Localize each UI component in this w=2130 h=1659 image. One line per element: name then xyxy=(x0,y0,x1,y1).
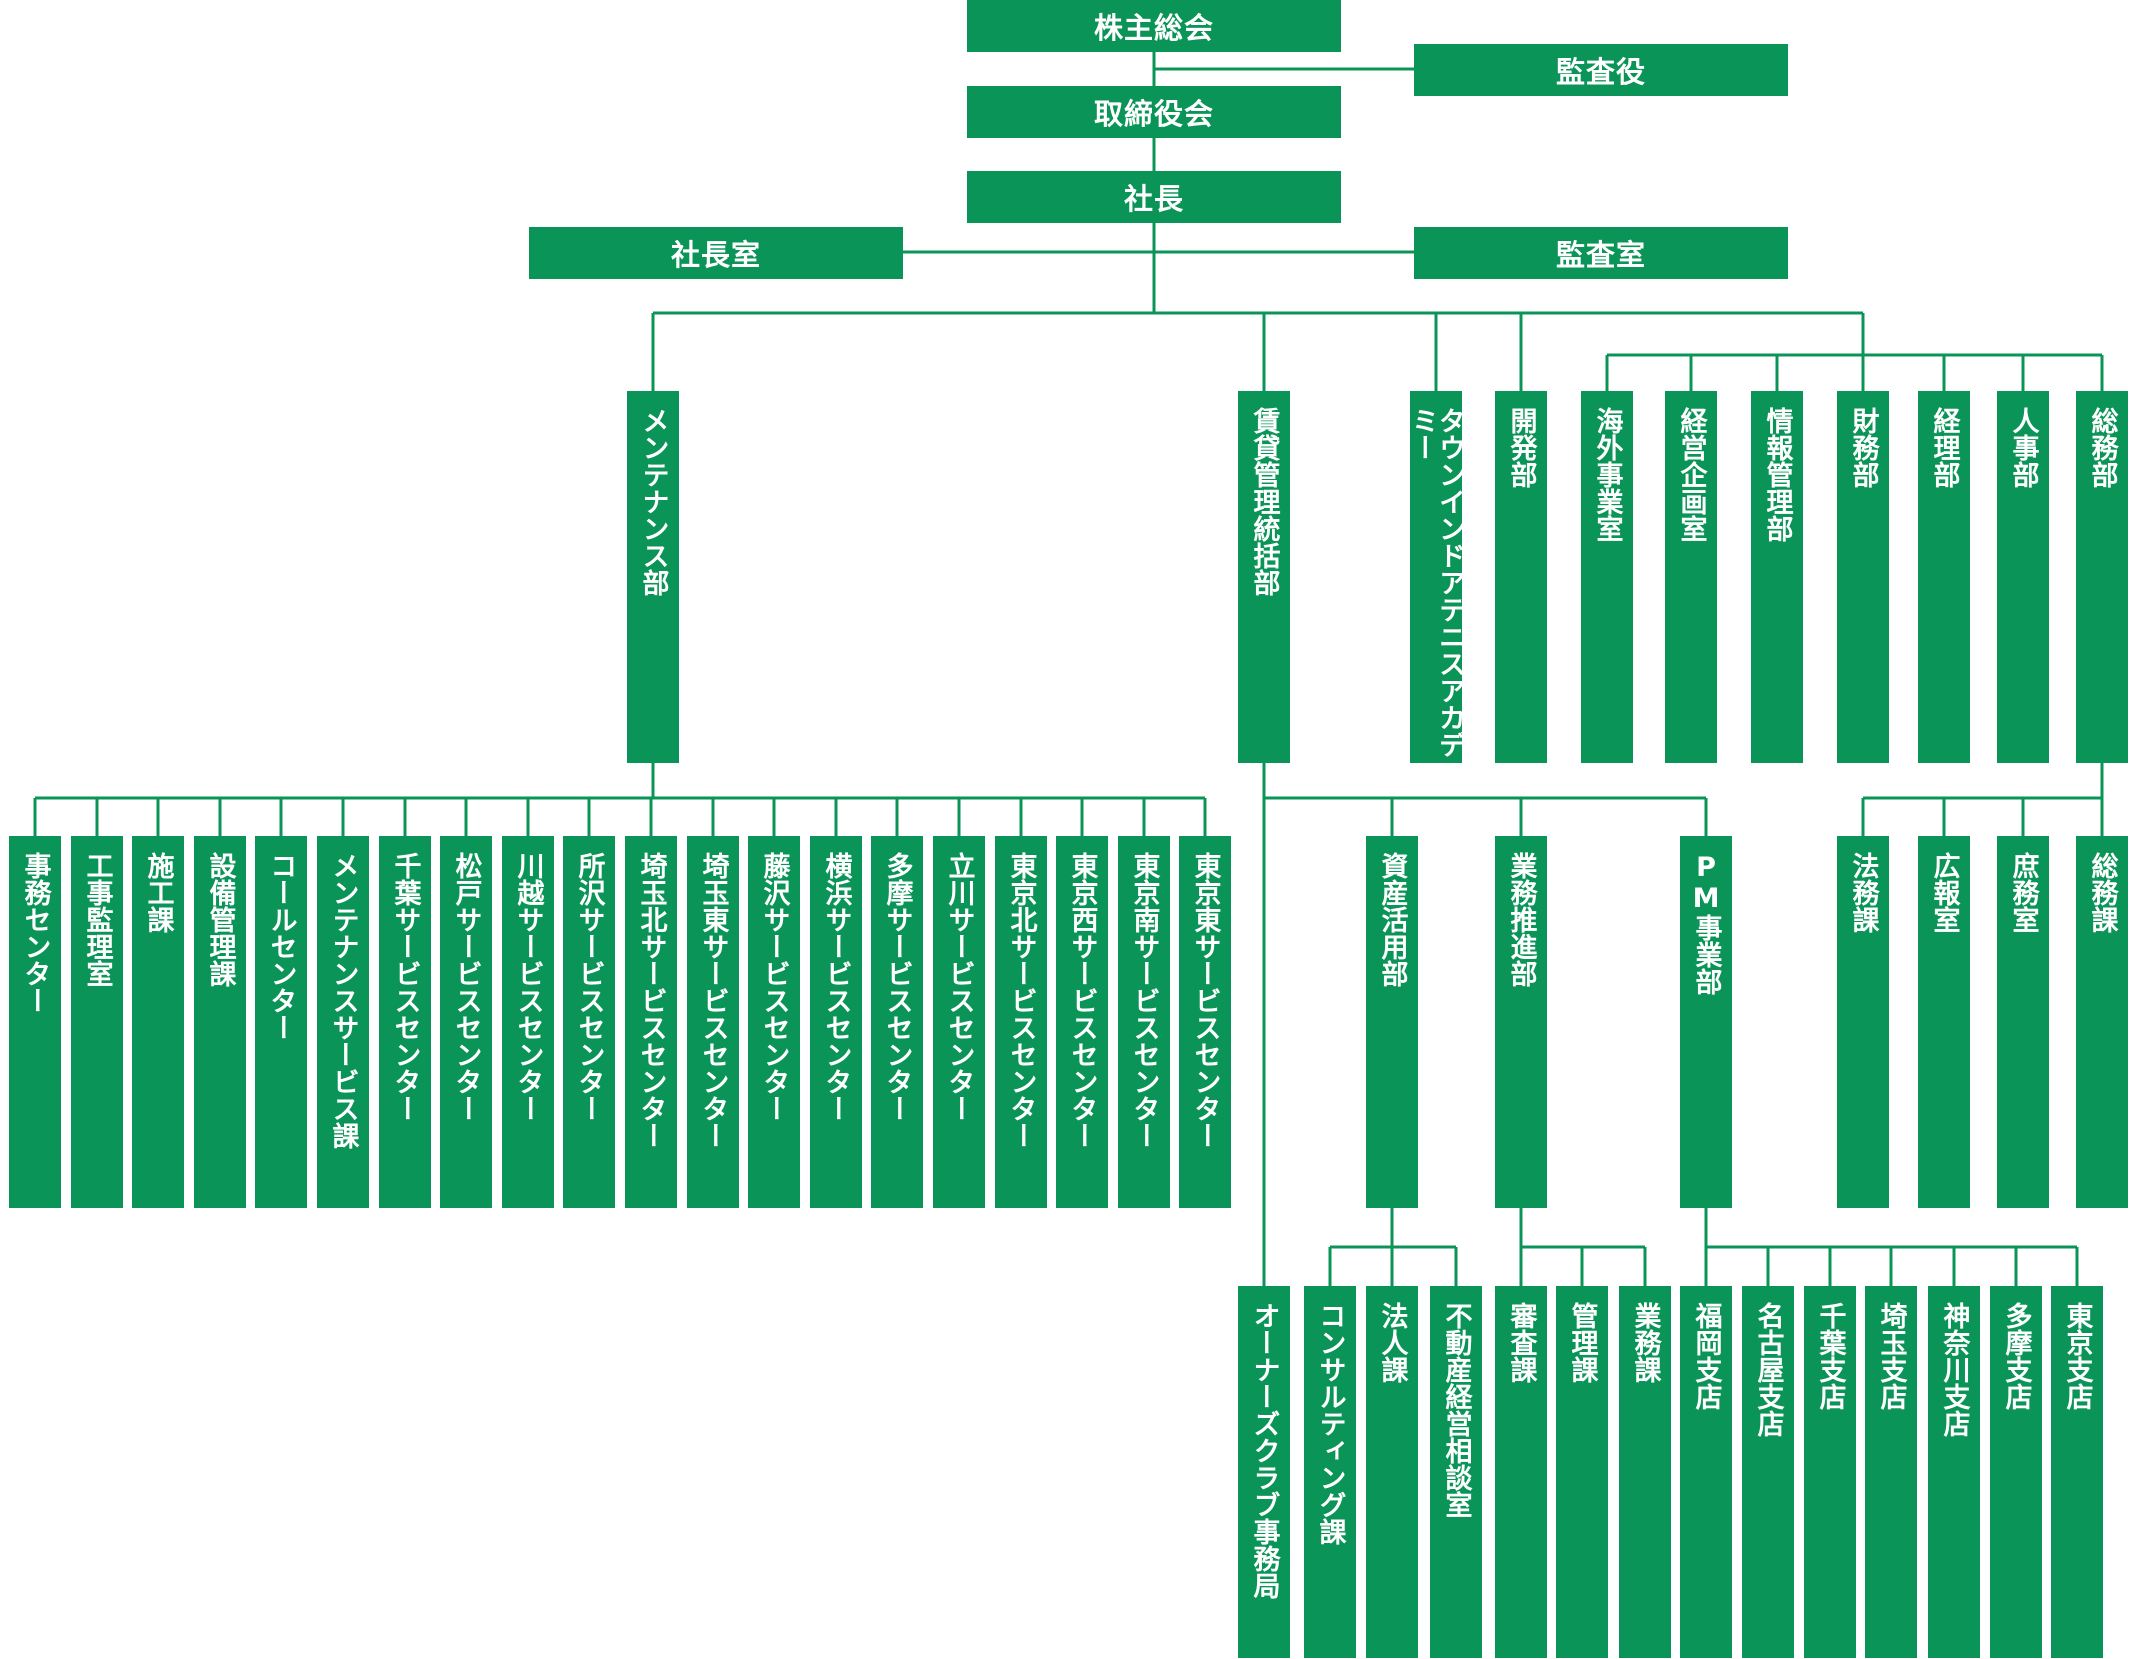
ga-unit-box: 法務課 xyxy=(1837,836,1889,1208)
pm-unit-box: 福岡支店 xyxy=(1680,1286,1732,1658)
pm-unit-box: 東京支店 xyxy=(2051,1286,2103,1658)
maintenance-unit-box: 事務センター xyxy=(9,836,61,1208)
auditor-box: 監査役 xyxy=(1414,44,1788,96)
maintenance-unit-box: 埼玉東サービスセンター xyxy=(687,836,739,1208)
ga-unit-box: 総務課 xyxy=(2076,836,2128,1208)
maintenance-unit-box: 設備管理課 xyxy=(194,836,246,1208)
pm-unit-box: 千葉支店 xyxy=(1804,1286,1856,1658)
maintenance-unit-box: 工事監理室 xyxy=(71,836,123,1208)
maintenance-unit-box: 立川サービスセンター xyxy=(933,836,985,1208)
owners-club-box: オーナーズクラブ事務局 xyxy=(1238,1286,1290,1658)
rental-dept-box: 賃貸管理統括部 xyxy=(1238,391,1290,763)
maintenance-unit-box: コールセンター xyxy=(255,836,307,1208)
maintenance-unit-box: 東京東サービスセンター xyxy=(1179,836,1231,1208)
maintenance-unit-box: 千葉サービスセンター xyxy=(379,836,431,1208)
business-unit-box: 管理課 xyxy=(1556,1286,1608,1658)
shareholders-box: 株主総会 xyxy=(967,0,1341,52)
it-dept-box: 情報管理部 xyxy=(1751,391,1803,763)
pm-unit-box: 多摩支店 xyxy=(1990,1286,2042,1658)
accounting-dept-box: 経理部 xyxy=(1918,391,1970,763)
maintenance-unit-box: 多摩サービスセンター xyxy=(871,836,923,1208)
president-office-box: 社長室 xyxy=(529,227,903,279)
maintenance-unit-box: 東京南サービスセンター xyxy=(1118,836,1170,1208)
pm-unit-box: 埼玉支店 xyxy=(1865,1286,1917,1658)
asset-unit-box: 法人課 xyxy=(1366,1286,1418,1658)
asset-unit-box: 不動産経営相談室 xyxy=(1430,1286,1482,1658)
business-unit-box: 業務課 xyxy=(1619,1286,1671,1658)
maintenance-unit-box: 施工課 xyxy=(132,836,184,1208)
general-affairs-dept-box: 総務部 xyxy=(2076,391,2128,763)
pm-unit-box: 神奈川支店 xyxy=(1928,1286,1980,1658)
maintenance-unit-box: 埼玉北サービスセンター xyxy=(625,836,677,1208)
maintenance-unit-box: 東京西サービスセンター xyxy=(1056,836,1108,1208)
business-dept-box: 業務推進部 xyxy=(1495,836,1547,1208)
maintenance-unit-box: 松戸サービスセンター xyxy=(440,836,492,1208)
overseas-office-box: 海外事業室 xyxy=(1581,391,1633,763)
pm-unit-box: 名古屋支店 xyxy=(1742,1286,1794,1658)
audit-office-box: 監査室 xyxy=(1414,227,1788,279)
hr-dept-box: 人事部 xyxy=(1997,391,2049,763)
maintenance-unit-box: 横浜サービスセンター xyxy=(810,836,862,1208)
business-unit-box: 審査課 xyxy=(1495,1286,1547,1658)
board-box: 取締役会 xyxy=(967,86,1341,138)
pm-dept-box: PM事業部 xyxy=(1680,836,1732,1208)
maintenance-unit-box: 川越サービスセンター xyxy=(502,836,554,1208)
maintenance-unit-box: 所沢サービスセンター xyxy=(563,836,615,1208)
academy-box: タウンインドアテニスアカデミー xyxy=(1410,391,1462,763)
maintenance-unit-box: メンテナンスサービス課 xyxy=(317,836,369,1208)
ga-unit-box: 広報室 xyxy=(1918,836,1970,1208)
finance-dept-box: 財務部 xyxy=(1837,391,1889,763)
asset-dept-box: 資産活用部 xyxy=(1366,836,1418,1208)
maintenance-unit-box: 藤沢サービスセンター xyxy=(748,836,800,1208)
president-box: 社長 xyxy=(967,171,1341,223)
ga-unit-box: 庶務室 xyxy=(1997,836,2049,1208)
maintenance-unit-box: 東京北サービスセンター xyxy=(995,836,1047,1208)
maintenance-dept-box: メンテナンス部 xyxy=(627,391,679,763)
development-dept-box: 開発部 xyxy=(1495,391,1547,763)
planning-office-box: 経営企画室 xyxy=(1665,391,1717,763)
asset-unit-box: コンサルティング課 xyxy=(1304,1286,1356,1658)
